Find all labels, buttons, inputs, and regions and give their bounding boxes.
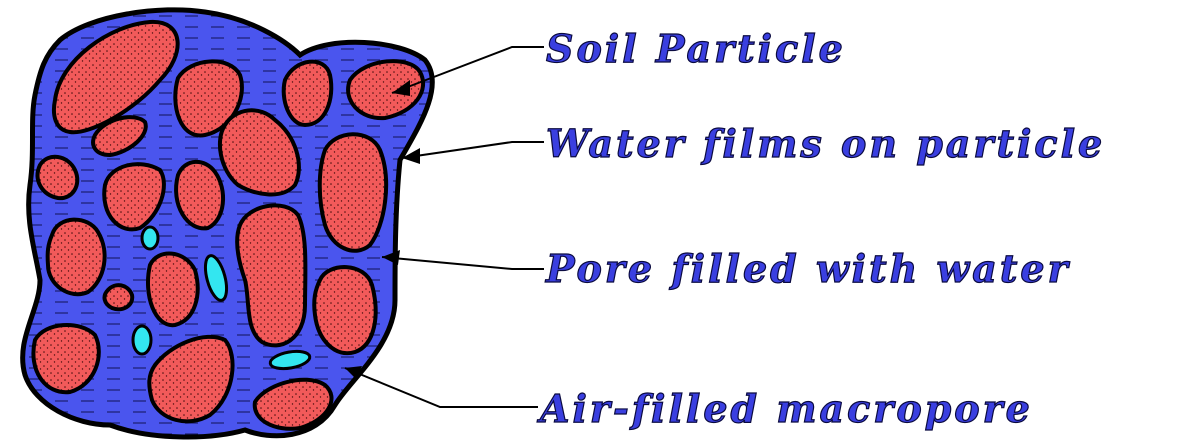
soil-particle [105,285,133,309]
air-pore [133,326,151,354]
leader-water-films [402,142,544,158]
label-soil-particle: Soil Particle [546,30,846,68]
label-air-macropore: Air-filled macropore [540,390,1033,428]
soil-particle [48,220,105,295]
label-pore-water: Pore filled with water [546,250,1071,288]
soil-particle [320,134,386,251]
soil-particle [284,62,332,125]
leader-air-macropore [345,368,538,407]
soil-particle [148,254,198,326]
leader-pore-water [382,257,544,269]
soil-particle [33,325,98,392]
soil-particle [38,157,78,198]
soil-particle [176,162,223,229]
air-pore [142,227,158,249]
label-water-films: Water films on particle [546,125,1105,163]
soil-particle [314,267,375,353]
